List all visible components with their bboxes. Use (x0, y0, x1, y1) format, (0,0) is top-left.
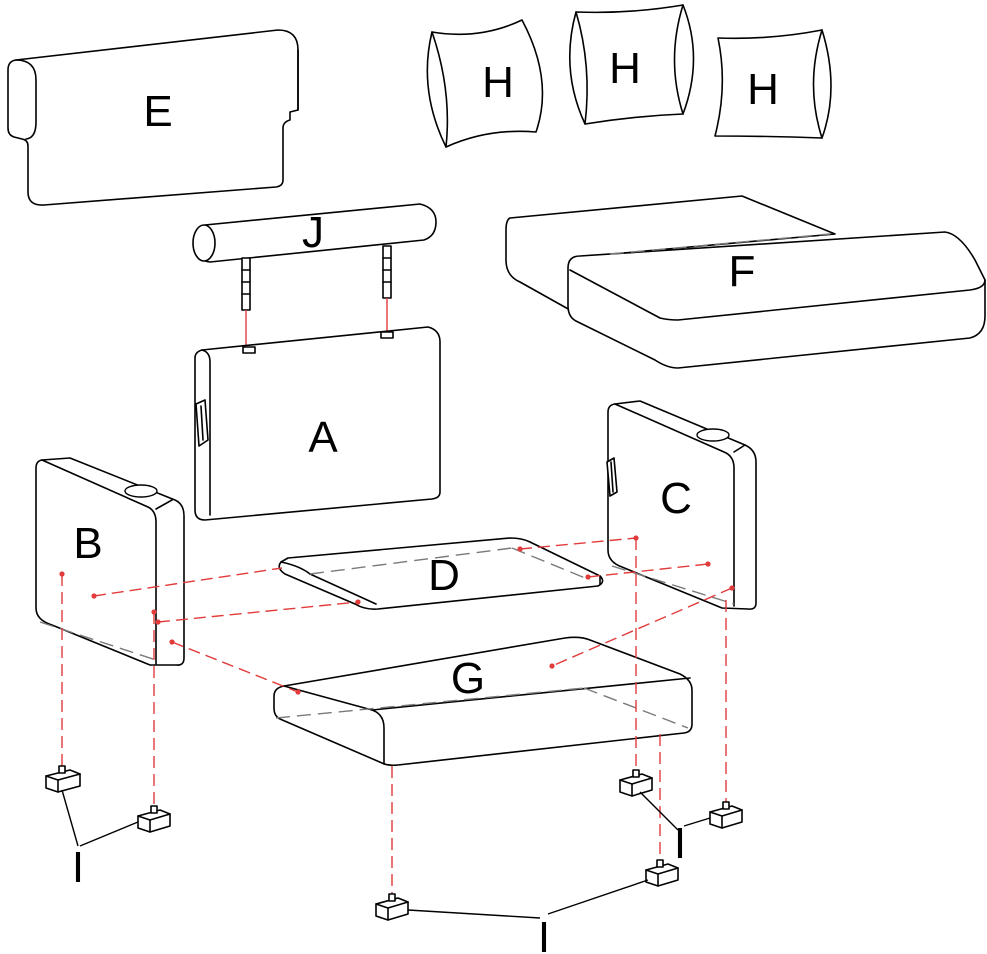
label-h-3: H (747, 65, 779, 114)
label-c: C (660, 474, 692, 523)
foot-c-front (619, 769, 653, 797)
label-e: E (143, 87, 172, 136)
headrest-pin-right (382, 245, 392, 334)
label-i-bottom: I (538, 913, 550, 954)
part-h-pillow-3: H (714, 29, 832, 139)
label-b: B (73, 519, 102, 568)
label-j: J (302, 208, 324, 257)
part-e-back-cushion: E (7, 29, 299, 206)
foot-c-rear (709, 801, 743, 829)
part-j-headrest: J (192, 203, 437, 350)
label-a: A (308, 413, 338, 462)
part-i-feet: I I I (45, 765, 743, 954)
part-f-seat-cushion: F (505, 195, 986, 369)
label-g: G (451, 654, 485, 703)
foot-b-rear (137, 805, 171, 833)
label-f: F (729, 247, 756, 296)
part-c-right-arm: C (606, 400, 757, 610)
part-g-base: G (273, 636, 693, 767)
label-h-2: H (609, 44, 641, 93)
headrest-pin-left (241, 257, 251, 350)
part-a-back-panel: A (194, 326, 441, 521)
foot-g-right (645, 859, 679, 887)
label-i-left: I (72, 843, 84, 892)
part-d-seat-board: D (278, 537, 604, 610)
label-h-1: H (482, 58, 514, 107)
part-h-pillow-1: H (426, 19, 544, 148)
label-d: D (428, 551, 460, 600)
part-h-pillow-2: H (568, 4, 695, 125)
assembly-guides (59, 535, 735, 900)
foot-g-left (375, 893, 409, 921)
part-b-left-arm: B (35, 457, 185, 666)
foot-b-front (45, 765, 81, 793)
label-i-right: I (674, 819, 686, 868)
